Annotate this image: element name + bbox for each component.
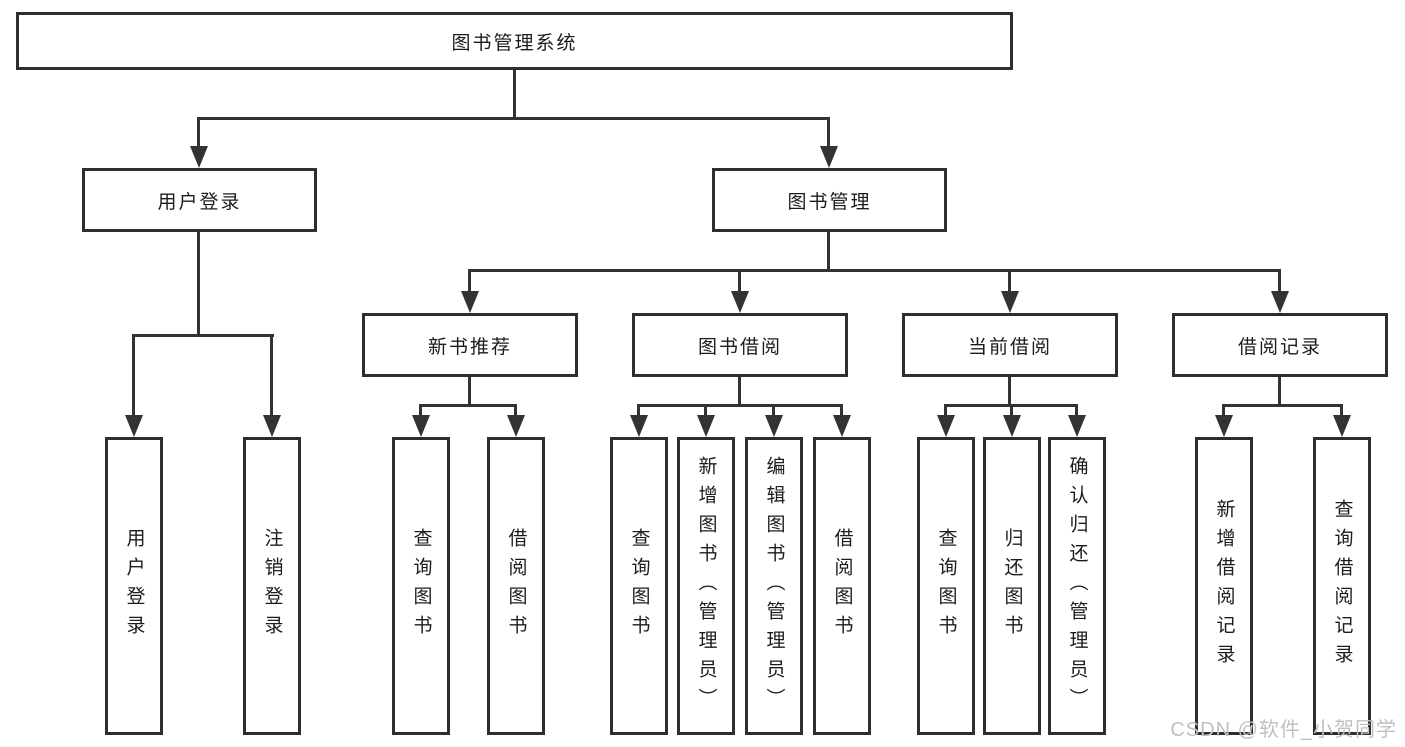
- node-current-borrow-label: 当前借阅: [967, 336, 1052, 358]
- arrow-down-icon: [820, 146, 838, 168]
- arrow-down-icon: [630, 415, 648, 437]
- leaf-query-borrow-record: 查询借阅记录: [1313, 437, 1371, 735]
- arrow-down-icon: [1003, 415, 1021, 437]
- arrow-down-icon: [412, 415, 430, 437]
- arrow-down-icon: [1215, 415, 1233, 437]
- connector-drop-book-management: [827, 117, 830, 148]
- leaf-add-book-admin: 新增图书（管理员）: [677, 437, 735, 735]
- connector-drop: [772, 404, 775, 417]
- leaf-add-book-admin-label: 新增图书（管理员）: [695, 455, 717, 717]
- arrow-down-icon: [461, 291, 479, 313]
- connector-drop: [944, 404, 947, 417]
- connector-drop: [1340, 404, 1343, 417]
- connector-recommend-stem: [468, 377, 471, 407]
- arrow-down-icon: [263, 415, 281, 437]
- connector-drop-user-login: [197, 117, 200, 148]
- leaf-borrow-books-recommend: 借阅图书: [487, 437, 545, 735]
- leaf-query-borrow-record-label: 查询借阅记录: [1331, 499, 1353, 673]
- connector-user-login-stem: [197, 232, 200, 337]
- connector-borrow-bar: [637, 404, 843, 407]
- leaf-logout-label: 注销登录: [261, 528, 283, 644]
- arrow-down-icon: [697, 415, 715, 437]
- leaf-borrow-books-borrow: 借阅图书: [813, 437, 871, 735]
- node-borrow-records-label: 借阅记录: [1237, 336, 1322, 358]
- arrow-down-icon: [1068, 415, 1086, 437]
- connector-drop: [1075, 404, 1078, 417]
- connector-drop-leaf-logout: [270, 334, 273, 417]
- connector-drop: [840, 404, 843, 417]
- leaf-add-borrow-record: 新增借阅记录: [1195, 437, 1253, 735]
- node-user-login-label: 用户登录: [157, 191, 242, 213]
- arrow-down-icon: [731, 291, 749, 313]
- connector-drop: [514, 404, 517, 417]
- leaf-confirm-return-admin-label: 确认归还（管理员）: [1066, 455, 1088, 717]
- connector-user-login-bar: [132, 334, 274, 337]
- leaf-return-books-label: 归还图书: [1001, 528, 1023, 644]
- node-book-borrow: 图书借阅: [632, 313, 848, 377]
- leaf-edit-book-admin: 编辑图书（管理员）: [745, 437, 803, 735]
- connector-book-management-stem: [827, 232, 830, 272]
- node-current-borrow: 当前借阅: [902, 313, 1118, 377]
- connector-recommend-bar: [419, 404, 517, 407]
- arrow-down-icon: [833, 415, 851, 437]
- node-book-management-label: 图书管理: [787, 191, 872, 213]
- connector-drop: [1222, 404, 1225, 417]
- leaf-query-books-recommend-label: 查询图书: [410, 528, 432, 644]
- leaf-return-books: 归还图书: [983, 437, 1041, 735]
- node-root-label: 图书管理系统: [451, 32, 578, 54]
- connector-drop-new-book-recommend: [468, 269, 471, 294]
- connector-records-bar: [1222, 404, 1343, 407]
- connector-drop-leaf-user-login: [132, 334, 135, 417]
- connector-borrow-stem: [738, 377, 741, 407]
- watermark: CSDN @软件_小贺同学: [1170, 719, 1397, 741]
- node-new-book-recommend: 新书推荐: [362, 313, 578, 377]
- leaf-borrow-books-borrow-label: 借阅图书: [831, 528, 853, 644]
- node-root: 图书管理系统: [16, 12, 1013, 70]
- node-new-book-recommend-label: 新书推荐: [427, 336, 512, 358]
- node-borrow-records: 借阅记录: [1172, 313, 1388, 377]
- leaf-edit-book-admin-label: 编辑图书（管理员）: [763, 455, 785, 717]
- connector-level3-bar: [468, 269, 1281, 272]
- arrow-down-icon: [507, 415, 525, 437]
- arrow-down-icon: [765, 415, 783, 437]
- leaf-query-books-current: 查询图书: [917, 437, 975, 735]
- arrow-down-icon: [1333, 415, 1351, 437]
- arrow-down-icon: [1001, 291, 1019, 313]
- connector-drop-borrow-records: [1278, 269, 1281, 294]
- leaf-user-login: 用户登录: [105, 437, 163, 735]
- leaf-user-login-label: 用户登录: [123, 528, 145, 644]
- leaf-query-books-borrow-label: 查询图书: [628, 528, 650, 644]
- connector-records-stem: [1278, 377, 1281, 407]
- leaf-query-books-current-label: 查询图书: [935, 528, 957, 644]
- node-user-login: 用户登录: [82, 168, 317, 232]
- arrow-down-icon: [125, 415, 143, 437]
- connector-drop: [704, 404, 707, 417]
- leaf-query-books-borrow: 查询图书: [610, 437, 668, 735]
- arrow-down-icon: [937, 415, 955, 437]
- leaf-add-borrow-record-label: 新增借阅记录: [1213, 499, 1235, 673]
- connector-drop: [1010, 404, 1013, 417]
- arrow-down-icon: [1271, 291, 1289, 313]
- arrow-down-icon: [190, 146, 208, 168]
- leaf-borrow-books-recommend-label: 借阅图书: [505, 528, 527, 644]
- leaf-query-books-recommend: 查询图书: [392, 437, 450, 735]
- leaf-confirm-return-admin: 确认归还（管理员）: [1048, 437, 1106, 735]
- node-book-borrow-label: 图书借阅: [697, 336, 782, 358]
- connector-drop: [419, 404, 422, 417]
- connector-drop-book-borrow: [738, 269, 741, 294]
- connector-drop-current-borrow: [1008, 269, 1011, 294]
- connector-level2-bar: [197, 117, 830, 120]
- connector-current-stem: [1008, 377, 1011, 407]
- connector-root-stem: [513, 70, 516, 120]
- connector-drop: [637, 404, 640, 417]
- leaf-logout: 注销登录: [243, 437, 301, 735]
- node-book-management: 图书管理: [712, 168, 947, 232]
